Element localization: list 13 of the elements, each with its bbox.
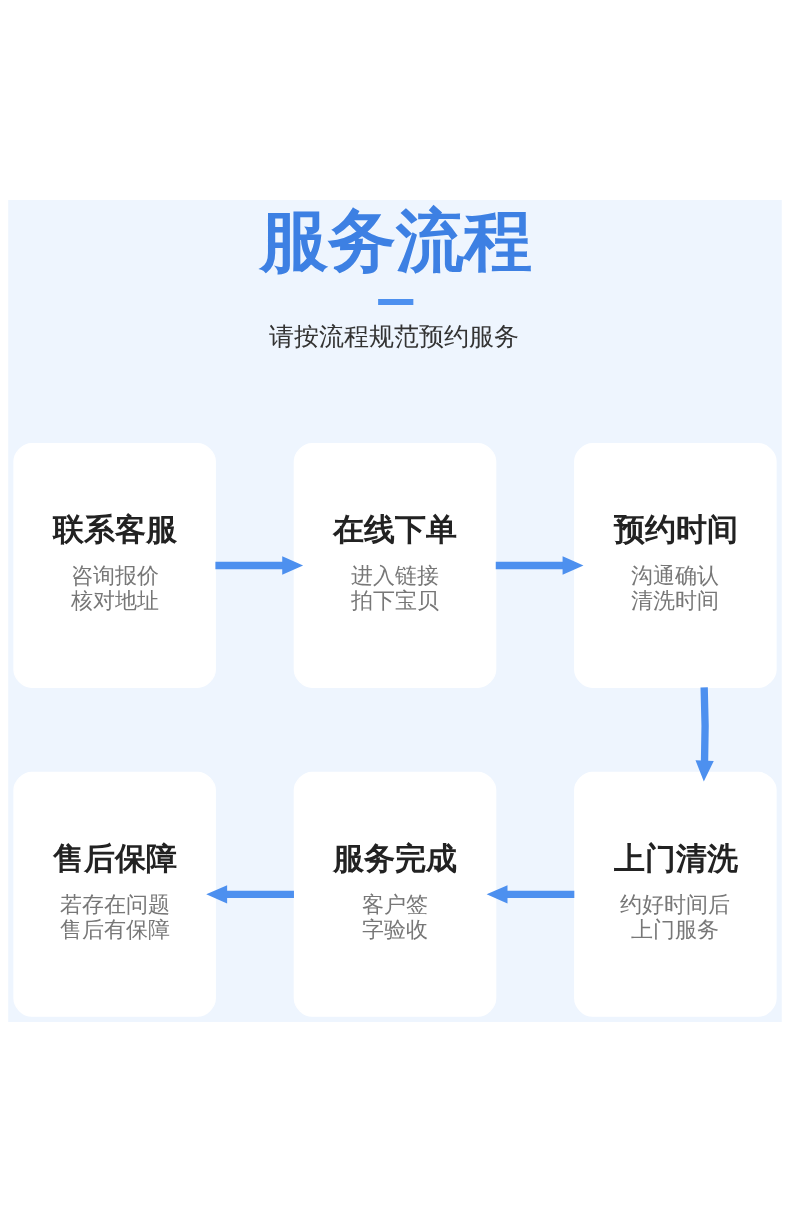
arrow [495, 556, 584, 575]
node-box: 预约时间 沟通确认清洗时间 [574, 442, 777, 689]
arrow [486, 885, 575, 904]
label: 请按流程规范预约服务 [268, 322, 519, 351]
arrow [695, 687, 714, 782]
node-box: 上门清洗 约好时间后上门服务 [574, 771, 777, 1017]
node-box: 售后保障 若存在问题售后有保障 [13, 771, 216, 1017]
diagram-title: 服务流程 [259, 203, 532, 279]
arrow [215, 556, 304, 575]
node-box: 服务完成 客户签字验收 [293, 771, 497, 1017]
node-box: 在线下单 进入链接拍下宝贝 [293, 442, 497, 689]
node-box: 联系客服 咨询报价核对地址 [13, 442, 216, 689]
arrow [206, 885, 294, 904]
